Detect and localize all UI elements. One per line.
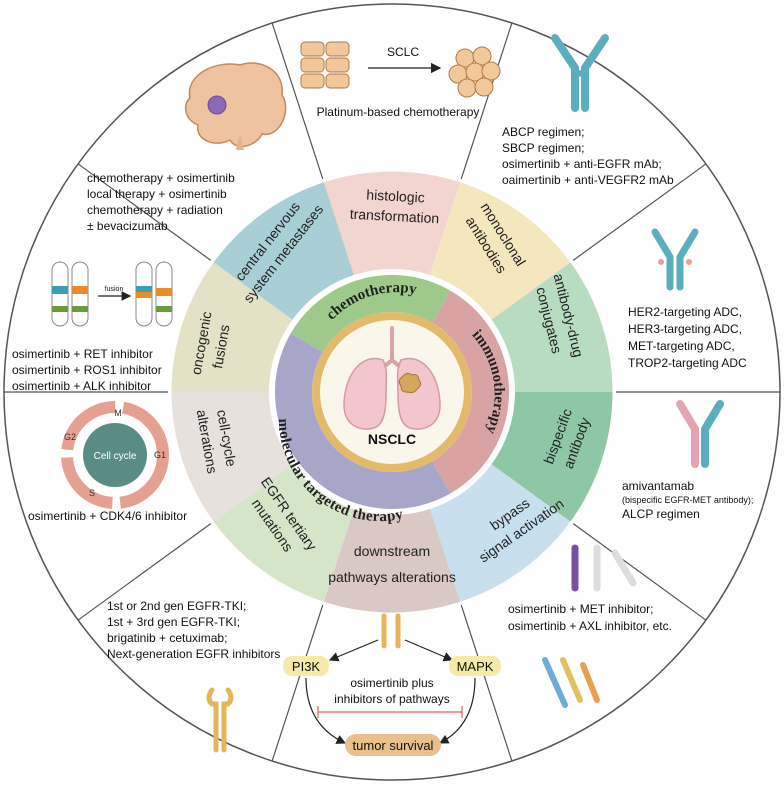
middle-ring xyxy=(168,168,616,616)
receptor-icons-2 xyxy=(542,657,600,708)
svg-text:chemotherapy + radiation: chemotherapy + radiation xyxy=(87,203,223,217)
outer-divider xyxy=(77,163,212,261)
svg-text:downstream: downstream xyxy=(354,543,430,559)
svg-text:SBCP regimen;: SBCP regimen; xyxy=(502,141,584,155)
svg-text:fusions: fusions xyxy=(209,323,232,369)
cns-text: chemotherapy + osimertinib local therapy… xyxy=(87,171,235,233)
svg-text:amivantamab: amivantamab xyxy=(622,479,694,493)
svg-text:1st + 3rd gen EGFR-TKI;: 1st + 3rd gen EGFR-TKI; xyxy=(107,615,240,629)
sector-adc xyxy=(490,261,614,392)
sector-bispecific xyxy=(490,392,614,523)
center-label: NSCLC xyxy=(368,431,416,447)
sector-fusions xyxy=(170,261,294,392)
svg-text:osimertinib + anti-EGFR mAb;: osimertinib + anti-EGFR mAb; xyxy=(502,157,662,171)
downstream-receptor-icon xyxy=(381,613,401,649)
cell-cycle-core xyxy=(83,423,147,487)
svg-text:osimertinib + ALK inhibitor: osimertinib + ALK inhibitor xyxy=(12,379,151,393)
pi3k-label: PI3K xyxy=(292,659,321,674)
outer-divider xyxy=(77,523,212,621)
cell-cycle-label: Cell cycle xyxy=(94,451,137,462)
svg-text:brigatinib + cetuximab;: brigatinib + cetuximab; xyxy=(107,631,227,645)
fusions-text: osimertinib + RET inhibitor osimertinib … xyxy=(12,347,162,393)
sector-histologic xyxy=(323,170,461,276)
phase-g2: G2 xyxy=(64,432,76,442)
svg-text:TROP2-targeting ADC: TROP2-targeting ADC xyxy=(628,356,747,370)
receptor-icons xyxy=(571,544,637,592)
sector-cns xyxy=(212,180,355,321)
lungs-icon xyxy=(343,326,441,430)
svg-text:osimertinib + MET inhibitor;: osimertinib + MET inhibitor; xyxy=(508,602,654,616)
mapk-node xyxy=(449,656,501,676)
phase-s: S xyxy=(89,488,95,498)
pi3k-node xyxy=(283,656,329,676)
phase-m: M xyxy=(114,408,122,418)
tumor-survival-node xyxy=(345,734,441,756)
bispecific-antibody-icon xyxy=(676,400,724,468)
svg-text:oaimertinib + anti-VEGFR2 mAb: oaimertinib + anti-VEGFR2 mAb xyxy=(502,173,674,187)
outer-divider xyxy=(572,523,707,621)
outer-divider xyxy=(460,22,513,180)
svg-text:ABCP regimen;: ABCP regimen; xyxy=(502,125,584,139)
svg-text:(bispecific EGFR-MET antibody): (bispecific EGFR-MET antibody); xyxy=(622,495,753,505)
svg-text:pathways alterations: pathways alterations xyxy=(328,569,456,585)
bypass-text: osimertinib + MET inhibitor; osimertinib… xyxy=(508,602,672,633)
platinum-chemo-text: Platinum-based chemotherapy xyxy=(317,105,480,119)
sclc-label: SCLC xyxy=(387,45,419,59)
outer-divider xyxy=(271,604,324,762)
cell-cycle-diagram xyxy=(61,401,169,509)
svg-text:Next-generation EGFR inhibitor: Next-generation EGFR inhibitors xyxy=(107,647,280,661)
middle-label-histologic: histologic transformation xyxy=(349,186,439,227)
middle-label-downstream: downstream pathways alterations xyxy=(328,543,456,585)
mapk-label: MAPK xyxy=(457,659,494,674)
fusion-label: fusion xyxy=(105,286,124,293)
middle-ring-edge xyxy=(168,168,616,616)
outer-divider xyxy=(572,163,707,261)
pathway-text-1: osimertinib plus xyxy=(350,676,433,690)
antibody-icon xyxy=(551,34,609,112)
adc-text: HER2-targeting ADC, HER3-targeting ADC, … xyxy=(628,305,747,370)
tertiary-text: 1st or 2nd gen EGFR-TKI; 1st + 3rd gen E… xyxy=(107,599,280,661)
svg-text:transformation: transformation xyxy=(349,206,439,227)
svg-text:osimertinib + ROS1 inhibitor: osimertinib + ROS1 inhibitor xyxy=(12,363,162,377)
sclc-cells-illustration xyxy=(448,46,501,98)
egfr-receptor-icon xyxy=(206,687,234,753)
svg-text:ALCP regimen: ALCP regimen xyxy=(622,507,700,521)
cells-illustration xyxy=(300,41,350,89)
phase-g1: G1 xyxy=(154,450,166,460)
sector-tertiary xyxy=(212,463,355,604)
sector-downstream xyxy=(323,508,461,614)
inner-sector-targeted xyxy=(272,332,452,513)
chromosome-fusion-icon xyxy=(51,261,173,327)
outer-dividers xyxy=(4,22,780,762)
outer-divider xyxy=(271,22,324,180)
bispecific-text: amivantamab (bispecific EGFR-MET antibod… xyxy=(622,479,753,521)
sector-cellcycle xyxy=(170,392,294,523)
center-disc xyxy=(320,320,464,464)
monoclonal-text: ABCP regimen; SBCP regimen; osimertinib … xyxy=(502,125,674,187)
svg-text:osimertinib + RET inhibitor: osimertinib + RET inhibitor xyxy=(12,347,153,361)
svg-text:local therapy + osimertinib: local therapy + osimertinib xyxy=(87,187,227,201)
svg-text:osimertinib + AXL inhibitor, e: osimertinib + AXL inhibitor, etc. xyxy=(508,619,672,633)
adc-antibody-icon xyxy=(651,228,699,291)
cdk46-text: osimertinib + CDK4/6 inhibitor xyxy=(28,509,187,523)
svg-text:histologic: histologic xyxy=(366,186,425,205)
tumor-survival-label: tumor survival xyxy=(353,738,434,753)
sector-monoclonal xyxy=(429,180,572,321)
outer-divider xyxy=(460,604,513,762)
pathway-text-2: inhibitors of pathways xyxy=(334,692,449,706)
svg-text:HER3-targeting ADC,: HER3-targeting ADC, xyxy=(628,322,742,336)
svg-text:MET-targeting ADC,: MET-targeting ADC, xyxy=(628,339,735,353)
svg-text:1st or 2nd gen EGFR-TKI;: 1st or 2nd gen EGFR-TKI; xyxy=(107,599,246,613)
svg-text:HER2-targeting ADC,: HER2-targeting ADC, xyxy=(628,305,742,319)
sector-bypass xyxy=(429,463,572,604)
brain-icon xyxy=(184,62,287,150)
svg-text:± bevacizumab: ± bevacizumab xyxy=(87,219,168,233)
svg-text:chemotherapy + osimertinib: chemotherapy + osimertinib xyxy=(87,171,235,185)
